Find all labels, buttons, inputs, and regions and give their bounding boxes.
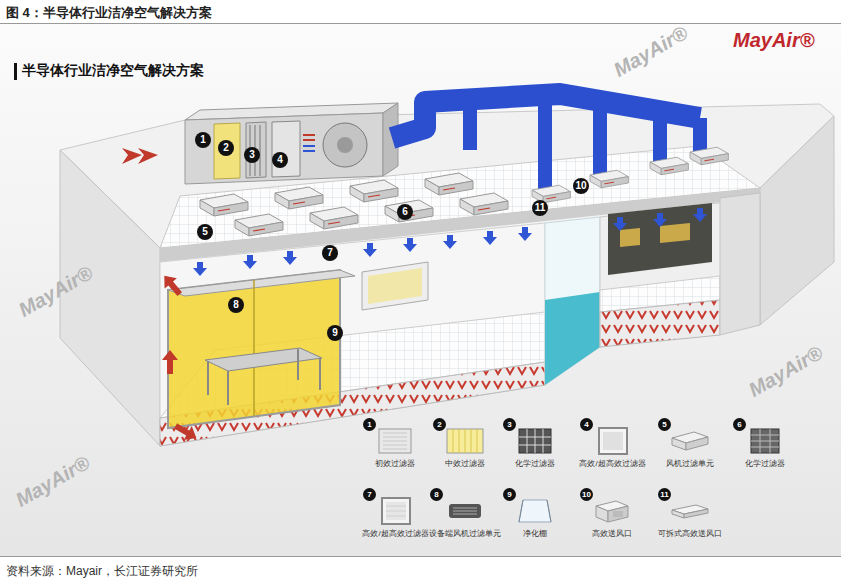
product-name: 高效送风口 bbox=[592, 528, 632, 539]
source-caption: 资料来源：Mayair，长江证券研究所 bbox=[6, 563, 198, 580]
item-number: 9 bbox=[503, 488, 516, 501]
product-item: 11 可拆式高效送风口 bbox=[654, 488, 726, 539]
product-item: 3 化学过滤器 bbox=[499, 418, 571, 469]
product-thumbnail bbox=[668, 496, 712, 526]
item-number: 5 bbox=[658, 418, 671, 431]
product-thumbnail bbox=[443, 496, 487, 526]
product-name: 高效/超高效过滤器 bbox=[362, 528, 428, 539]
item-number: 6 bbox=[733, 418, 746, 431]
brand-logo: MayAir® bbox=[733, 29, 814, 52]
product-name: 化学过滤器 bbox=[745, 458, 785, 469]
item-number: 8 bbox=[430, 488, 443, 501]
item-number: 4 bbox=[580, 418, 593, 431]
item-number: 2 bbox=[433, 418, 446, 431]
product-item: 6 化学过滤器 bbox=[729, 418, 801, 469]
product-item: 4 高效/超高效过滤器 bbox=[576, 418, 649, 469]
callout-number: 7 bbox=[322, 245, 338, 261]
product-thumbnail bbox=[591, 426, 635, 456]
item-number: 10 bbox=[580, 488, 593, 501]
item-number: 3 bbox=[503, 418, 516, 431]
product-thumbnail bbox=[373, 426, 417, 456]
product-name: 设备端风机过滤单元 bbox=[429, 528, 501, 539]
product-name: 中效过滤器 bbox=[445, 458, 485, 469]
product-thumbnail bbox=[513, 496, 557, 526]
product-thumbnail bbox=[513, 426, 557, 456]
product-thumbnail bbox=[374, 496, 418, 526]
product-item: 9 净化棚 bbox=[499, 488, 571, 539]
callout-number: 9 bbox=[327, 325, 343, 341]
product-thumbnail bbox=[668, 426, 712, 456]
figure-title: 图 4：半导体行业洁净空气解决方案 bbox=[6, 4, 212, 22]
product-item: 5 风机过滤单元 bbox=[654, 418, 726, 469]
item-number: 7 bbox=[363, 488, 376, 501]
product-thumbnail bbox=[443, 426, 487, 456]
product-item: 8 设备端风机过滤单元 bbox=[426, 488, 504, 539]
product-name: 初效过滤器 bbox=[375, 458, 415, 469]
product-name: 净化棚 bbox=[523, 528, 547, 539]
product-item: 10 高效送风口 bbox=[576, 488, 648, 539]
product-name: 风机过滤单元 bbox=[666, 458, 714, 469]
callout-number: 5 bbox=[197, 224, 213, 240]
product-item: 7 高效/超高效过滤器 bbox=[359, 488, 432, 539]
item-number: 11 bbox=[658, 488, 671, 501]
callout-number: 10 bbox=[573, 178, 589, 194]
callout-number: 1 bbox=[195, 132, 211, 148]
product-thumbnail bbox=[590, 496, 634, 526]
callout-number: 3 bbox=[244, 147, 260, 163]
product-item: 2 中效过滤器 bbox=[429, 418, 501, 469]
callout-number: 11 bbox=[532, 200, 548, 216]
callout-number: 4 bbox=[272, 152, 288, 168]
callout-number: 2 bbox=[218, 140, 234, 156]
callout-number: 6 bbox=[397, 204, 413, 220]
item-number: 1 bbox=[363, 418, 376, 431]
product-name: 可拆式高效送风口 bbox=[658, 528, 722, 539]
section-heading: 半导体行业洁净空气解决方案 bbox=[22, 62, 204, 80]
product-item: 1 初效过滤器 bbox=[359, 418, 431, 469]
product-thumbnail bbox=[743, 426, 787, 456]
product-name: 高效/超高效过滤器 bbox=[579, 458, 645, 469]
callout-number: 8 bbox=[228, 297, 244, 313]
product-name: 化学过滤器 bbox=[515, 458, 555, 469]
